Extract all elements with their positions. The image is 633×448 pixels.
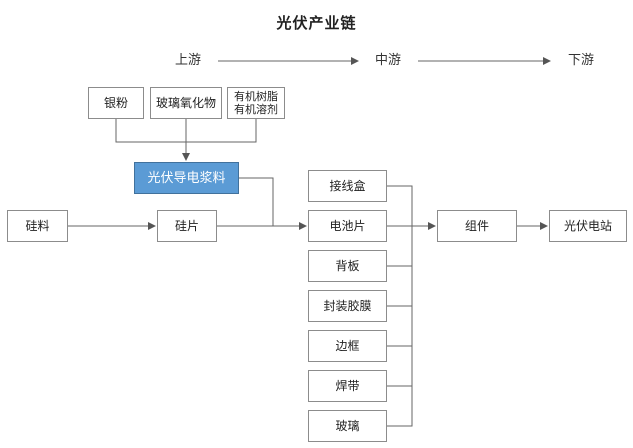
node-encapsulant-film: 封装胶膜 [308,290,387,322]
node-ribbon: 焊带 [308,370,387,402]
node-backsheet: 背板 [308,250,387,282]
node-pv-conductive-paste: 光伏导电浆料 [134,162,239,194]
node-module: 组件 [437,210,517,242]
node-junction-box: 接线盒 [308,170,387,202]
node-silver-powder: 银粉 [88,87,144,119]
connector-paste-to-cell [239,177,274,226]
stage-midstream: 中游 [375,53,402,68]
diagram-title: 光伏产业链 [276,14,357,32]
node-glass-oxide: 玻璃氧化物 [150,87,222,119]
stage-downstream: 下游 [568,53,595,68]
node-organic-resin-solvent: 有机树脂 有机溶剂 [227,87,285,119]
node-silicon-material: 硅料 [7,210,68,242]
stage-upstream: 上游 [175,53,202,68]
node-frame: 边框 [308,330,387,362]
node-glass: 玻璃 [308,410,387,442]
node-solar-cell: 电池片 [308,210,387,242]
node-pv-power-station: 光伏电站 [549,210,627,242]
node-silicon-wafer: 硅片 [157,210,217,242]
